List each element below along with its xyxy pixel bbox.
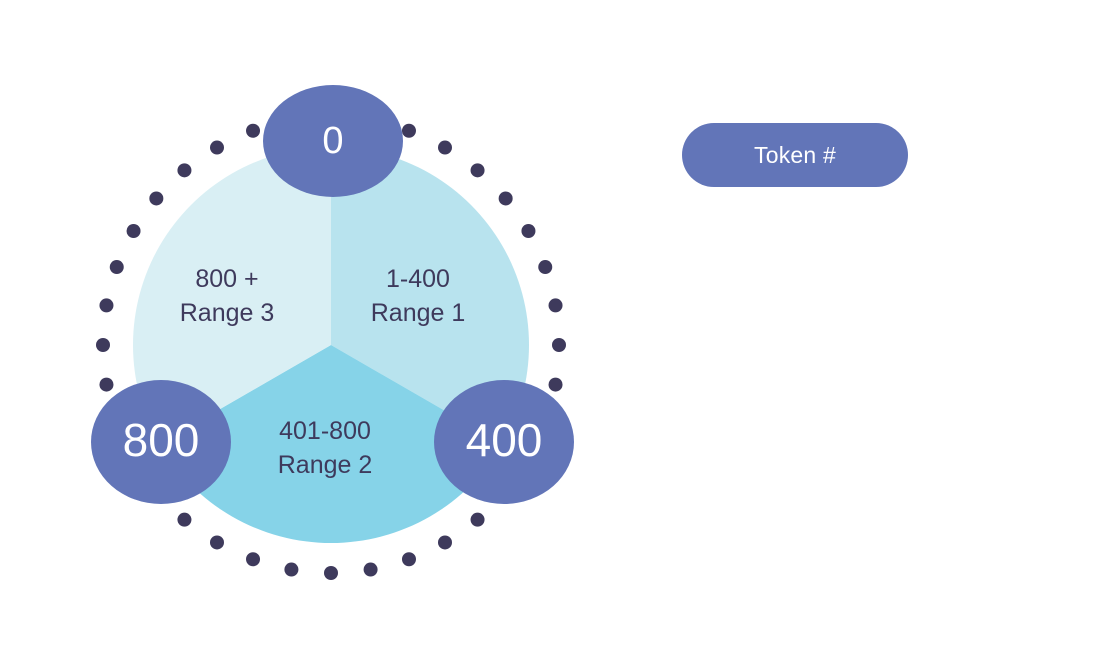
ring-dot bbox=[109, 260, 124, 275]
ring-dot bbox=[284, 562, 299, 577]
badge-0-label: 0 bbox=[322, 120, 343, 162]
badge-400[interactable]: 400 bbox=[434, 380, 574, 504]
ring-dot bbox=[210, 140, 224, 155]
badge-800[interactable]: 800 bbox=[91, 380, 231, 504]
segment-range-name: Range 3 bbox=[180, 299, 275, 327]
ring-dot bbox=[210, 535, 224, 550]
token-number-button[interactable]: Token # bbox=[682, 123, 908, 187]
pie-segments bbox=[133, 147, 529, 543]
segment-range-value: 1-400 bbox=[386, 265, 450, 293]
value-badges: 0 400 800 bbox=[91, 85, 574, 504]
ring-dot bbox=[246, 123, 261, 138]
badge-800-shape[interactable] bbox=[91, 380, 231, 504]
badge-400-label: 400 bbox=[466, 414, 543, 466]
ring-dot bbox=[99, 377, 114, 392]
ring-dot bbox=[498, 191, 513, 206]
ring-dot bbox=[401, 552, 416, 567]
segment-range-name: Range 2 bbox=[278, 451, 373, 479]
ring-dot bbox=[177, 512, 192, 527]
ring-dot bbox=[99, 298, 114, 313]
ring-dot bbox=[470, 512, 485, 527]
ring-dot bbox=[521, 224, 536, 238]
ring-dot bbox=[438, 535, 452, 550]
ring-dot bbox=[548, 377, 563, 392]
ring-dot bbox=[470, 163, 485, 178]
ring-dot bbox=[363, 562, 378, 577]
segment-label-range-3: 800 + Range 3 bbox=[180, 265, 275, 327]
ring-dot bbox=[126, 224, 141, 238]
segment-range-value: 401-800 bbox=[279, 417, 371, 445]
ring-dot bbox=[401, 123, 416, 138]
ring-dot bbox=[177, 163, 192, 178]
segment-range-value: 800 + bbox=[195, 265, 258, 293]
segment-range-name: Range 1 bbox=[371, 299, 466, 327]
ring-dot bbox=[149, 191, 164, 206]
badge-0[interactable]: 0 bbox=[263, 85, 403, 197]
ring-dot bbox=[538, 260, 553, 275]
badge-400-shape[interactable] bbox=[434, 380, 574, 504]
badge-0-shape[interactable] bbox=[263, 85, 403, 197]
ring-dot bbox=[324, 566, 338, 580]
ring-dot bbox=[96, 338, 110, 352]
pie-segment-range-3[interactable] bbox=[133, 147, 331, 444]
ring-dot bbox=[548, 298, 563, 313]
ring-dot bbox=[246, 552, 261, 567]
badge-800-label: 800 bbox=[123, 414, 200, 466]
ring-dot bbox=[552, 338, 566, 352]
ring-dot bbox=[438, 140, 452, 155]
pie-segment-range-1[interactable] bbox=[331, 147, 529, 444]
